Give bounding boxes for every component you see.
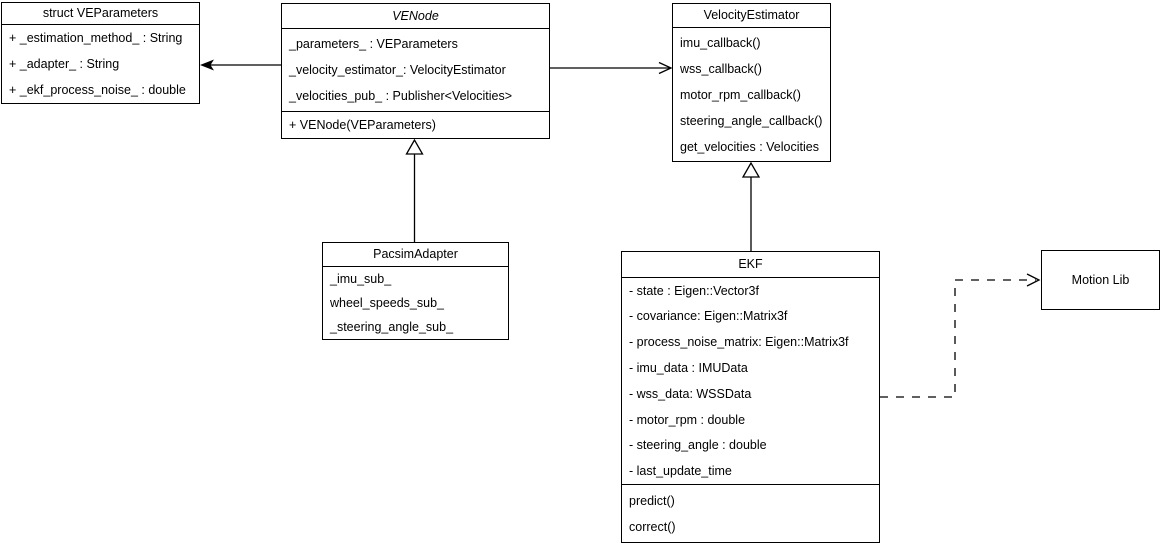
- attribute: - steering_angle : double: [629, 438, 767, 453]
- attributes-section: + _estimation_method_ : String + _adapte…: [2, 25, 199, 103]
- class-box-veparameters: struct VEParameters + _estimation_method…: [1, 2, 200, 104]
- attribute: _parameters_ : VEParameters: [289, 36, 458, 51]
- attribute: - motor_rpm : double: [629, 412, 746, 427]
- hollow-triangle-arrowhead-icon: [741, 161, 761, 178]
- class-title-ekf: EKF: [622, 252, 879, 278]
- hollow-triangle-arrowhead-icon: [405, 138, 424, 155]
- class-box-velocityestimator: VelocityEstimator imu_callback() wss_cal…: [672, 3, 831, 162]
- association-venode-to-veparameters: [200, 59, 281, 71]
- methods-section: + VENode(VEParameters): [282, 111, 549, 138]
- attribute: - covariance: Eigen::Matrix3f: [629, 309, 788, 324]
- attributes-section: imu_callback() wss_callback() motor_rpm_…: [673, 28, 830, 162]
- attribute: - state : Eigen::Vector3f: [629, 283, 759, 298]
- attribute: - imu_data : IMUData: [629, 361, 748, 376]
- method: + VENode(VEParameters): [289, 117, 436, 132]
- class-box-ekf: EKF - state : Eigen::Vector3f - covarian…: [621, 251, 880, 543]
- method: predict(): [629, 494, 675, 509]
- class-box-pacsimadapter: PacsimAdapter _imu_sub_ wheel_speeds_sub…: [322, 242, 509, 340]
- open-arrowhead-icon: [658, 61, 673, 75]
- association-venode-to-velocityestimator: [550, 61, 673, 75]
- filled-arrowhead-icon: [200, 59, 214, 71]
- method: correct(): [629, 520, 676, 535]
- attribute: - wss_data: WSSData: [629, 386, 752, 401]
- class-title-pacsimadapter: PacsimAdapter: [323, 243, 508, 267]
- methods-section: predict() correct(): [622, 484, 879, 543]
- attribute: imu_callback(): [680, 35, 761, 50]
- inheritance-ekf-to-velocityestimator: [741, 161, 761, 251]
- attribute: motor_rpm_callback(): [680, 87, 801, 102]
- class-box-venode: VENode _parameters_ : VEParameters _velo…: [281, 3, 550, 139]
- class-title-veparameters: struct VEParameters: [2, 3, 199, 25]
- attribute: _imu_sub_: [330, 271, 392, 286]
- attribute: - last_update_time: [629, 464, 732, 479]
- attribute: _steering_angle_sub_: [330, 319, 454, 334]
- attribute: - process_noise_matrix: Eigen::Matrix3f: [629, 335, 849, 350]
- attribute: + _estimation_method_ : String: [9, 30, 183, 45]
- attribute: get_velocities : Velocities: [680, 139, 819, 154]
- open-arrowhead-icon: [1026, 273, 1041, 287]
- class-box-motion-lib: Motion Lib: [1041, 250, 1160, 310]
- attribute: _velocities_pub_ : Publisher<Velocities>: [289, 88, 513, 103]
- attributes-section: _imu_sub_ wheel_speeds_sub_ _steering_an…: [323, 267, 508, 339]
- dependency-ekf-to-motion-lib: [880, 273, 1041, 398]
- class-title-venode: VENode: [282, 4, 549, 29]
- inheritance-pacsimadapter-to-venode: [405, 138, 424, 242]
- attribute: _velocity_estimator_: VelocityEstimator: [289, 62, 506, 77]
- attribute: wss_callback(): [680, 61, 762, 76]
- class-title-velocityestimator: VelocityEstimator: [673, 4, 830, 28]
- attribute: + _ekf_process_noise_ : double: [9, 82, 186, 97]
- attribute: steering_angle_callback(): [680, 113, 823, 128]
- attribute: + _adapter_ : String: [9, 56, 120, 71]
- attributes-section: - state : Eigen::Vector3f - covariance: …: [622, 278, 879, 484]
- attributes-section: _parameters_ : VEParameters _velocity_es…: [282, 29, 549, 111]
- class-title-motion-lib: Motion Lib: [1071, 272, 1130, 287]
- attribute: wheel_speeds_sub_: [330, 295, 444, 310]
